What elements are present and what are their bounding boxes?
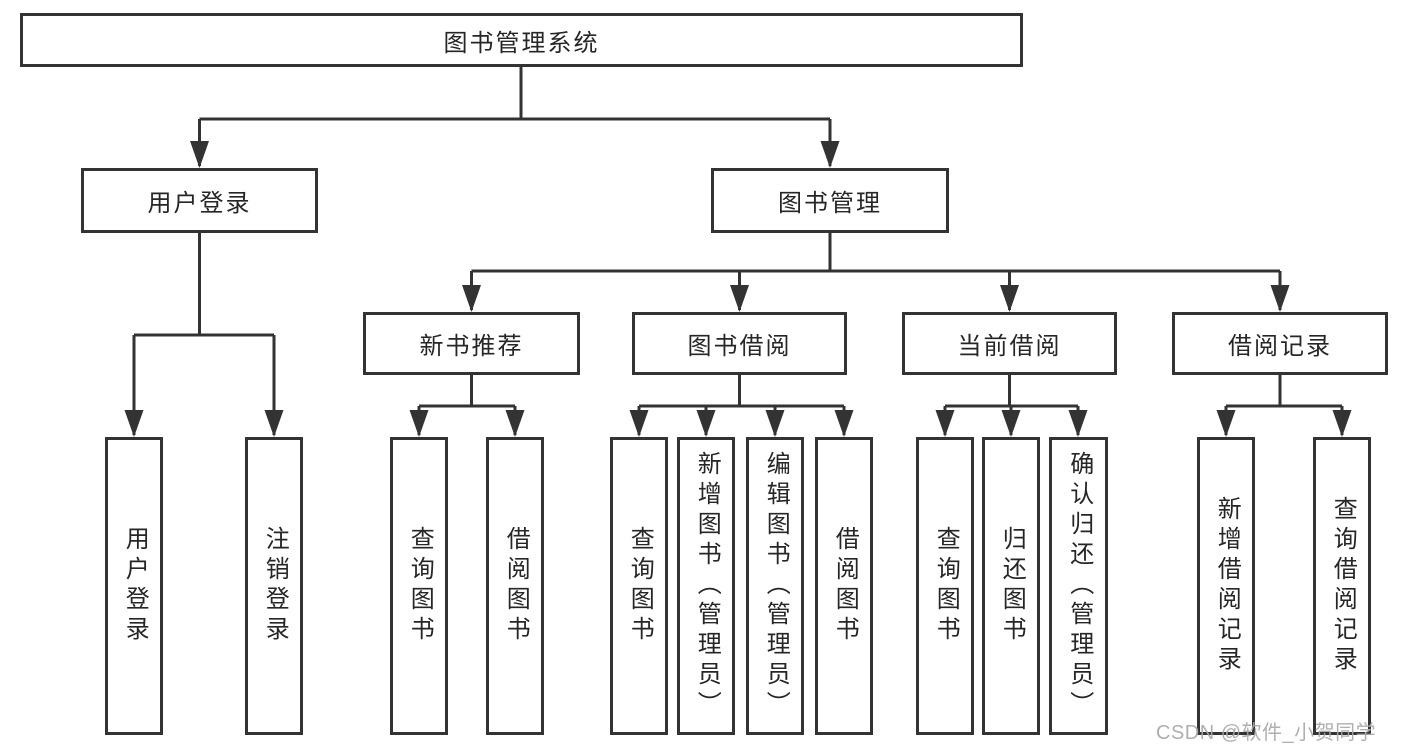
leaf-current-query-book-label: 查询图书 [932,526,960,646]
node-borrow-records: 借阅记录 [1172,312,1388,375]
connector-newbook-to-leaves [417,375,517,435]
leaf-user-login-label: 用户登录 [121,526,149,646]
leaf-return-book-label: 归还图书 [998,526,1026,646]
node-borrow-records-label: 借阅记录 [1228,333,1332,360]
leaf-borrow-query-book: 查询图书 [610,437,668,735]
node-new-book-recommend-label: 新书推荐 [419,333,524,360]
leaf-confirm-return-admin: 确认归还（管理员） [1049,437,1108,735]
node-user-login: 用户登录 [81,168,318,233]
leaf-logout: 注销登录 [245,437,303,735]
connector-paths [132,67,1344,435]
node-book-borrow: 图书借阅 [632,312,847,375]
node-root-label: 图书管理系统 [443,29,600,57]
watermark-text: CSDN @软件_小贺同学 [1156,722,1377,744]
leaf-add-book-admin-label: 新增图书（管理员） [693,451,721,721]
node-book-borrow-label: 图书借阅 [687,333,792,360]
node-current-borrow-label: 当前借阅 [957,333,1062,360]
leaf-add-book-admin: 新增图书（管理员） [677,437,735,735]
node-new-book-recommend: 新书推荐 [363,312,580,375]
node-user-login-label: 用户登录 [147,190,252,217]
leaf-current-query-book: 查询图书 [916,437,974,735]
leaf-borrow-query-book-label: 查询图书 [626,526,654,646]
leaf-newbook-query-book: 查询图书 [390,437,448,735]
leaf-edit-book-admin: 编辑图书（管理员） [746,437,804,735]
leaf-newbook-query-book-label: 查询图书 [406,526,434,646]
leaf-return-book: 归还图书 [982,437,1040,735]
leaf-confirm-return-admin-label: 确认归还（管理员） [1065,451,1093,721]
connector-root-to-level2 [198,67,832,166]
connector-records-to-leaves [1224,375,1344,435]
leaf-query-borrow-record: 查询借阅记录 [1313,437,1371,735]
connector-userlogin-to-leaves [132,233,276,435]
leaf-logout-label: 注销登录 [261,526,289,646]
leaf-borrow-book: 借阅图书 [815,437,873,735]
leaf-add-borrow-record-label: 新增借阅记录 [1213,496,1241,676]
node-root: 图书管理系统 [20,13,1023,67]
connector-bookmgmt-to-level3 [470,233,1282,310]
connector-borrow-to-leaves [637,375,846,435]
leaf-newbook-borrow-book-label: 借阅图书 [502,526,530,646]
leaf-edit-book-admin-label: 编辑图书（管理员） [762,451,790,721]
leaf-newbook-borrow-book: 借阅图书 [486,437,544,735]
node-book-management: 图书管理 [711,168,949,233]
leaf-add-borrow-record: 新增借阅记录 [1197,437,1255,735]
node-current-borrow: 当前借阅 [902,312,1117,375]
leaf-query-borrow-record-label: 查询借阅记录 [1329,496,1357,676]
leaf-user-login: 用户登录 [105,437,163,735]
leaf-borrow-book-label: 借阅图书 [831,526,859,646]
node-book-management-label: 图书管理 [778,190,882,217]
